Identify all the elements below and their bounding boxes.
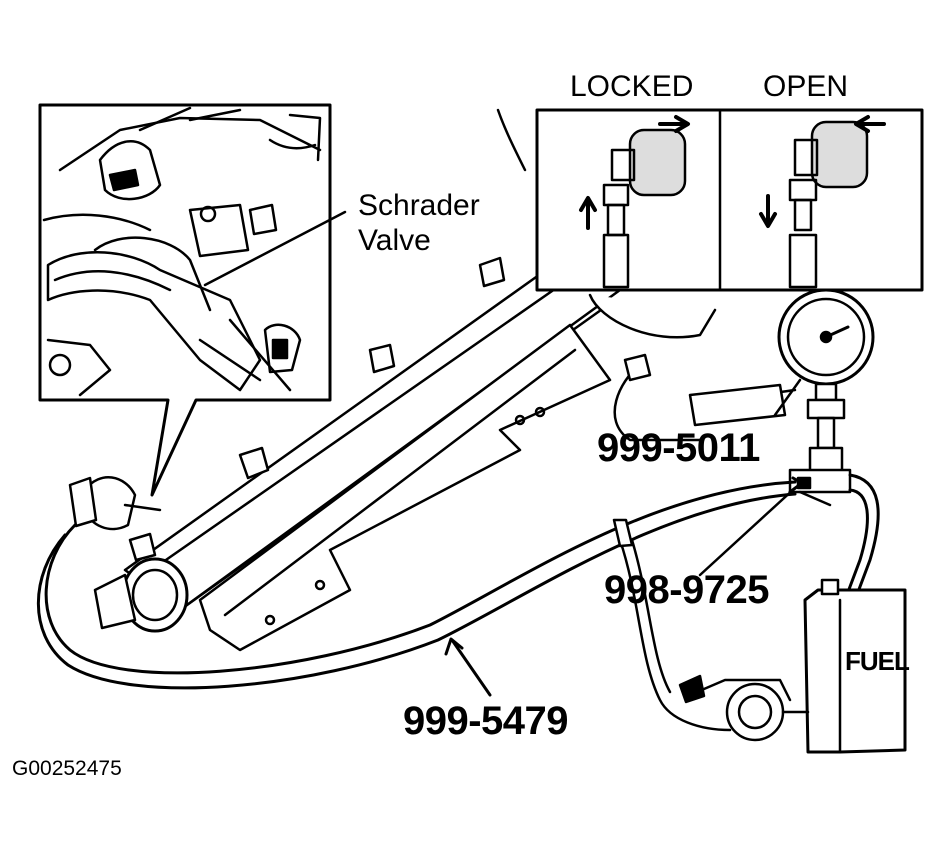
part-999-5479-label: 999-5479 <box>403 699 569 743</box>
fuel-pump <box>612 518 810 742</box>
open-label: OPEN <box>763 70 849 103</box>
schrader-label-line2: Valve <box>358 224 431 257</box>
open-valve <box>788 120 869 289</box>
figure-id: G00252475 <box>12 757 122 780</box>
schrader-leader-line <box>203 210 347 287</box>
arrow-left-icon <box>854 115 886 133</box>
fuel-tank-label: FUEL <box>845 646 910 676</box>
arrow-down-icon <box>759 194 777 228</box>
leader-998-9725 <box>698 486 797 577</box>
arrow-right-icon <box>658 115 690 133</box>
arrow-up-icon <box>579 196 597 230</box>
lock-open-inset <box>496 108 924 339</box>
fuel-rail <box>68 256 622 652</box>
tee-adapter <box>788 468 852 507</box>
leader-999-5479 <box>444 637 492 697</box>
locked-valve <box>602 128 687 289</box>
leader-999-5011 <box>773 378 802 417</box>
part-998-9725-label: 998-9725 <box>604 568 770 612</box>
fuel-tank <box>803 578 907 754</box>
pressure-gauge-icon <box>777 288 875 474</box>
locked-label: LOCKED <box>570 70 694 103</box>
part-999-5011-label: 999-5011 <box>597 426 760 470</box>
engine-detail-inset <box>38 103 332 497</box>
schrader-label-line1: Schrader <box>358 189 480 222</box>
